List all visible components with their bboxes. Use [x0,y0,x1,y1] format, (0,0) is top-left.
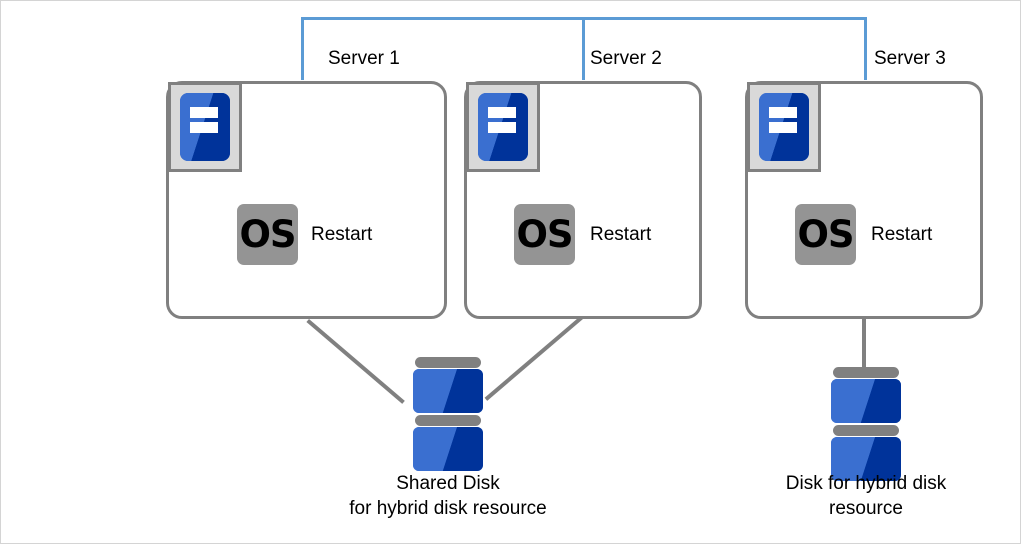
server-icon-chassis [759,93,809,161]
server-3-status: Restart [871,224,933,245]
server-3-label: Server 3 [874,48,946,69]
server-icon-slot-bottom [769,122,797,134]
server-group-bracket-leg-2 [582,17,585,80]
disk-block [413,369,483,413]
connector-server3-to-hybrid-disk [862,319,866,371]
server-icon [168,82,242,172]
disk-block [831,379,901,423]
connector-server1-to-shared-disk [306,319,405,404]
disk-platter-bar [833,425,899,436]
disk-block [413,427,483,471]
disk-platter-bar [415,415,481,426]
server-2-status: Restart [590,224,652,245]
server-icon [747,82,821,172]
server-icon-slot-top [190,107,218,119]
os-badge: OS [237,204,298,265]
server-icon-chassis [478,93,528,161]
os-badge: OS [795,204,856,265]
disk-platter-bar [415,357,481,368]
disk-stack-icon [413,357,483,471]
server-group-bracket-leg-1 [301,17,304,80]
disk-block [831,437,901,481]
server-group-bracket-top [301,17,867,20]
hybrid-disk-caption-line1: Disk for hybrid disk [785,473,947,494]
os-badge: OS [514,204,575,265]
server-icon-chassis [180,93,230,161]
hybrid-disk-caption: Disk for hybrid disk resource [741,471,991,521]
server-1-status: Restart [311,224,373,245]
server-icon-slot-bottom [190,122,218,134]
shared-disk-caption: Shared Disk for hybrid disk resource [298,471,598,521]
connector-server2-to-shared-disk [484,315,583,401]
disk-stack-icon [831,367,901,481]
shared-disk-caption-line1: Shared Disk [396,473,500,494]
hybrid-disk-caption-line2: resource [829,498,903,519]
disk-platter-bar [833,367,899,378]
server-1-label: Server 1 [328,48,400,69]
server-icon-slot-top [769,107,797,119]
server-group-bracket-leg-3 [864,17,867,80]
server-icon-slot-bottom [488,122,516,134]
server-icon-slot-top [488,107,516,119]
shared-disk-caption-line2: for hybrid disk resource [349,498,547,519]
server-icon [466,82,540,172]
server-2-label: Server 2 [590,48,662,69]
